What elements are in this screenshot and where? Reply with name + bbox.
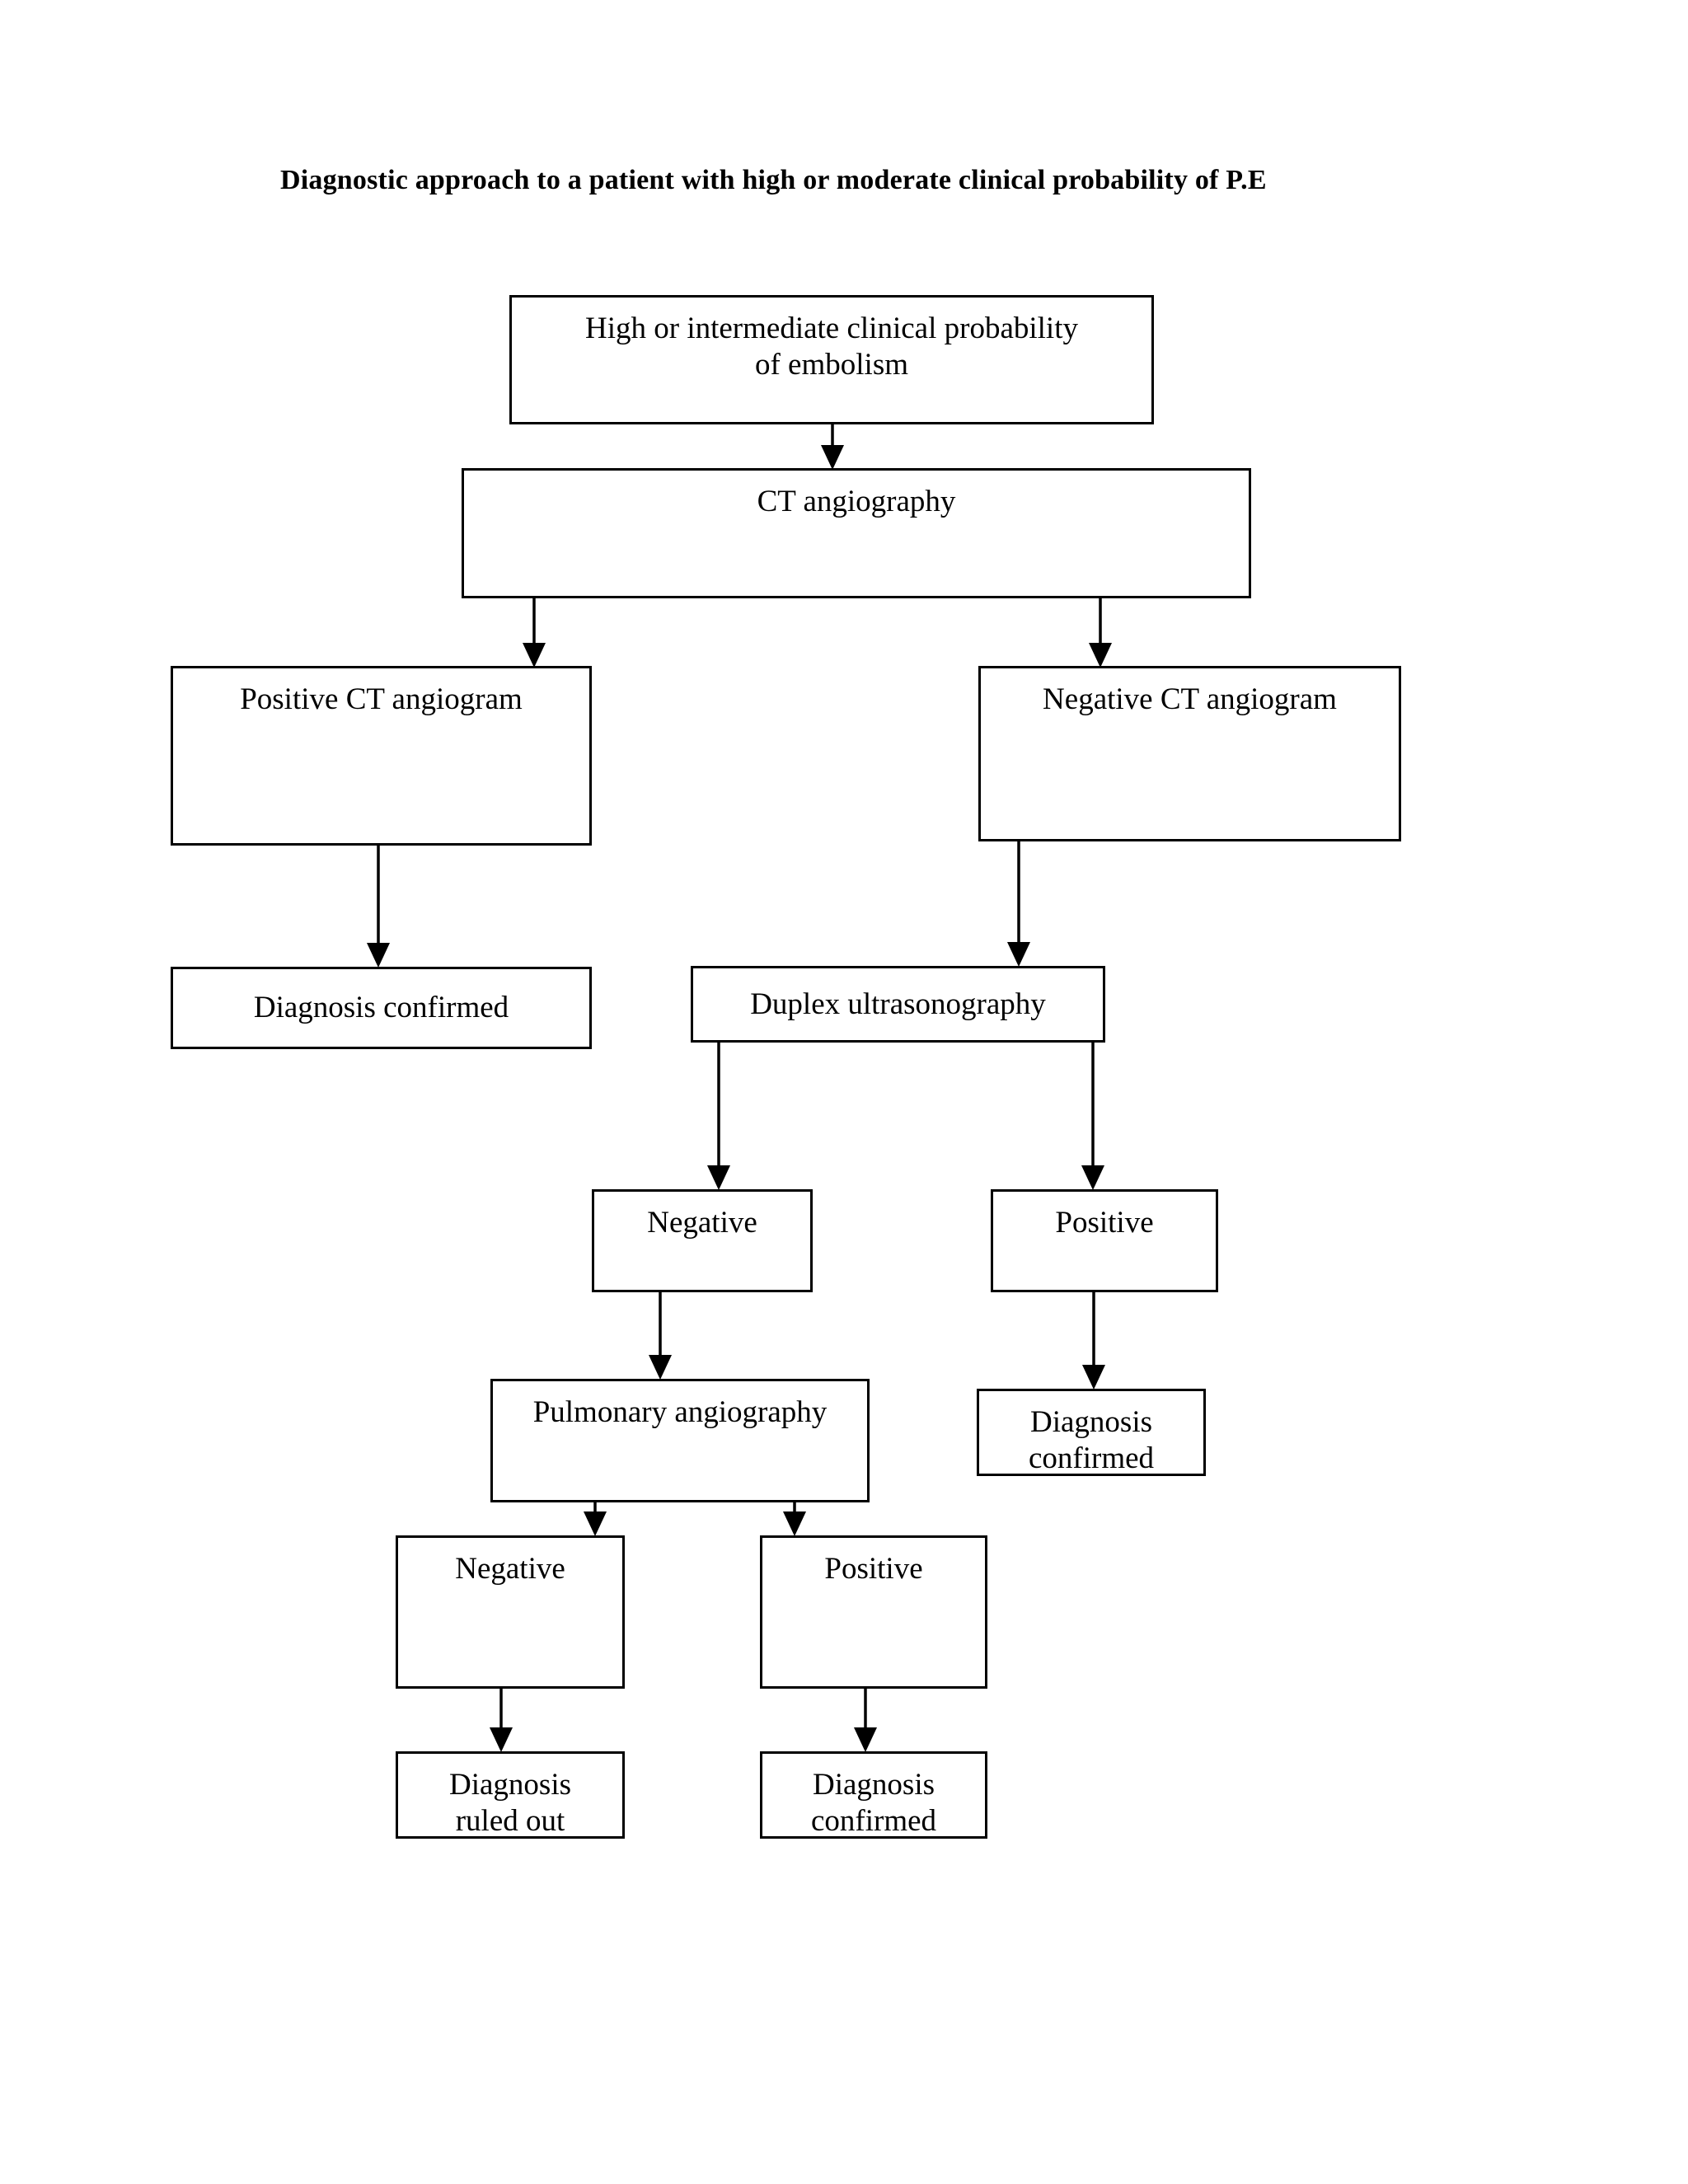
edge-arrow-n6-n7 — [707, 1165, 730, 1190]
edge-arrow-n12-n14 — [854, 1727, 877, 1752]
edge-arrow-n8-n10 — [1082, 1365, 1105, 1390]
node-duplex-ultrasonography[interactable]: Duplex ultrasonography — [691, 966, 1105, 1043]
node-pulmonary-angiography[interactable]: Pulmonary angiography — [490, 1379, 870, 1502]
edge-arrow-n9-n11 — [584, 1511, 607, 1536]
page-title: Diagnostic approach to a patient with hi… — [280, 165, 1267, 195]
edge-arrow-n6-n8 — [1081, 1165, 1104, 1190]
node-diagnosis-confirmed-duplex[interactable]: Diagnosis confirmed — [977, 1389, 1206, 1476]
node-diagnosis-confirmed-left[interactable]: Diagnosis confirmed — [171, 967, 592, 1049]
node-angio-negative[interactable]: Negative — [396, 1535, 625, 1689]
node-positive-ct-angiogram[interactable]: Positive CT angiogram — [171, 666, 592, 846]
node-duplex-negative[interactable]: Negative — [592, 1189, 813, 1292]
edge-arrow-n7-n9 — [649, 1355, 672, 1380]
edge-arrow-n3-n5 — [367, 943, 390, 968]
node-ct-angiography[interactable]: CT angiography — [462, 468, 1251, 598]
node-clinical-probability[interactable]: High or intermediate clinical probabilit… — [509, 295, 1154, 424]
edge-arrow-n4-n6 — [1007, 942, 1030, 967]
edge-arrow-n2-n4 — [1089, 643, 1112, 668]
node-diagnosis-ruled-out[interactable]: Diagnosis ruled out — [396, 1751, 625, 1839]
node-negative-ct-angiogram[interactable]: Negative CT angiogram — [978, 666, 1401, 841]
node-duplex-positive[interactable]: Positive — [991, 1189, 1218, 1292]
node-diagnosis-confirmed-angio[interactable]: Diagnosis confirmed — [760, 1751, 987, 1839]
edge-arrow-n2-n3 — [523, 643, 546, 668]
edge-arrow-n1-n2 — [821, 445, 844, 470]
node-angio-positive[interactable]: Positive — [760, 1535, 987, 1689]
edge-arrow-n9-n12 — [783, 1511, 806, 1536]
edge-arrow-n11-n13 — [490, 1727, 513, 1752]
